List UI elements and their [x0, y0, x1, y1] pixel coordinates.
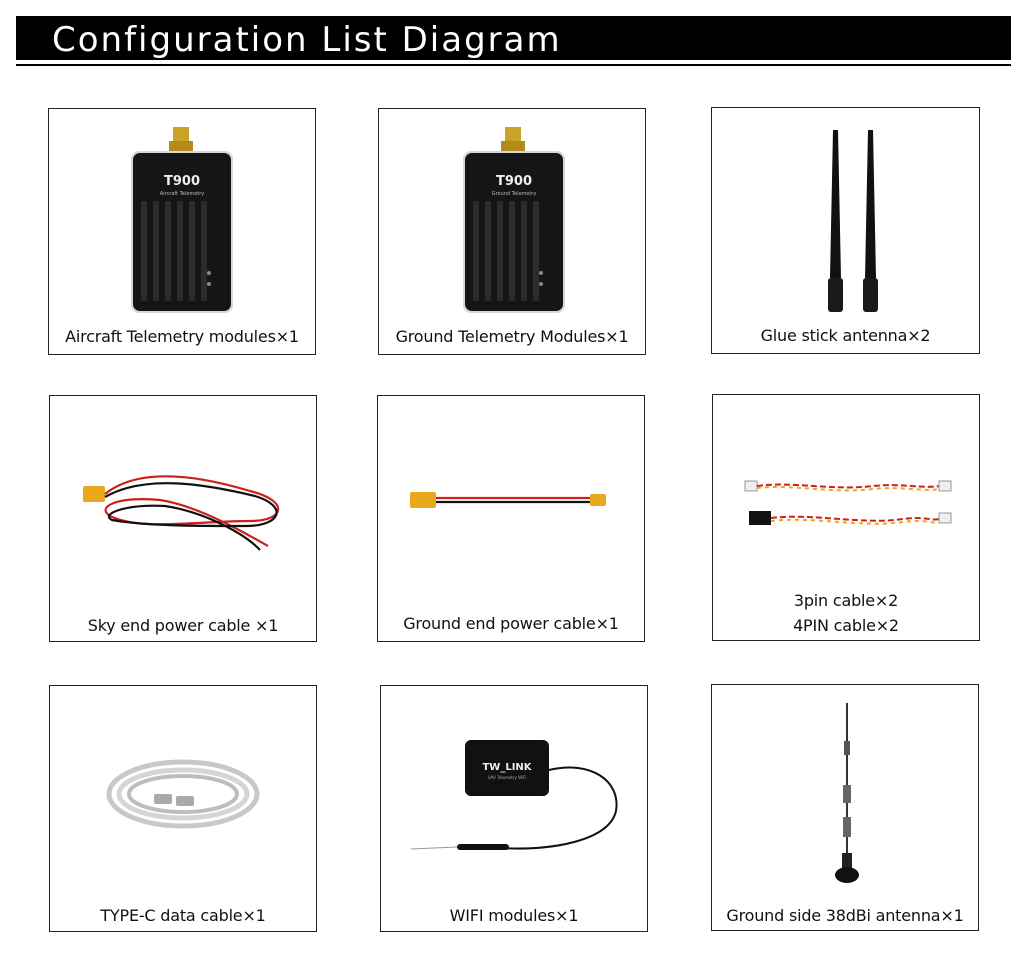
ground-power-cable-icon [410, 492, 606, 508]
aircraft-telemetry-module-icon: T900 Aircraft Telemetry [131, 127, 233, 313]
item-caption-line: 4PIN cable×2 [793, 616, 899, 635]
ground-antenna-icon [835, 703, 859, 883]
item-card-ground-telemetry: T900 Ground Telemetry Ground Telemetry M… [378, 108, 646, 355]
sky-power-cable-icon [83, 475, 280, 551]
item-caption: WIFI modules×1 [449, 906, 579, 925]
typec-cable-icon [106, 759, 260, 829]
item-card-typec-cable: TYPE-C data cable×1 [49, 685, 317, 932]
item-card-ground-power-cable: Ground end power cable×1 [377, 395, 645, 642]
device-label: T900 [496, 174, 532, 189]
item-card-wifi-module: TW_LINK UAV Telemetry WiFi WIFI modules×… [380, 685, 648, 932]
item-caption: Ground Telemetry Modules×1 [395, 327, 629, 346]
item-card-sky-power-cable: Sky end power cable ×1 [49, 395, 317, 642]
item-caption: Ground side 38dBi antenna×1 [726, 906, 964, 925]
ground-telemetry-module-icon: T900 Ground Telemetry [463, 127, 565, 313]
header-bar [16, 16, 1011, 60]
signal-cables-icon [744, 480, 952, 525]
stick-antenna-icon [828, 130, 878, 312]
item-caption: Ground end power cable×1 [403, 614, 619, 633]
item-card-signal-cables: 3pin cable×2 4PIN cable×2 [712, 394, 980, 641]
device-label: TW_LINK [482, 762, 532, 773]
item-caption: Glue stick antenna×2 [760, 326, 931, 345]
item-card-ground-antenna: Ground side 38dBi antenna×1 [711, 684, 979, 931]
device-sublabel: Aircraft Telemetry [160, 191, 205, 197]
item-card-glue-stick-antenna: Glue stick antenna×2 [711, 107, 980, 354]
item-caption: Sky end power cable ×1 [87, 616, 279, 635]
device-sublabel: UAV Telemetry WiFi [488, 775, 527, 780]
header-divider [16, 64, 1011, 66]
item-card-aircraft-telemetry: T900 Aircraft Telemetry Aircraft Telemet… [48, 108, 316, 355]
item-caption: Aircraft Telemetry modules×1 [65, 327, 299, 346]
device-sublabel: Ground Telemetry [492, 191, 537, 197]
item-caption: TYPE-C data cable×1 [100, 906, 266, 925]
wifi-module-icon: TW_LINK UAV Telemetry WiFi [410, 740, 618, 850]
device-label: T900 [164, 174, 200, 189]
page-title: Configuration List Diagram [52, 20, 562, 60]
item-caption-line: 3pin cable×2 [793, 591, 899, 610]
